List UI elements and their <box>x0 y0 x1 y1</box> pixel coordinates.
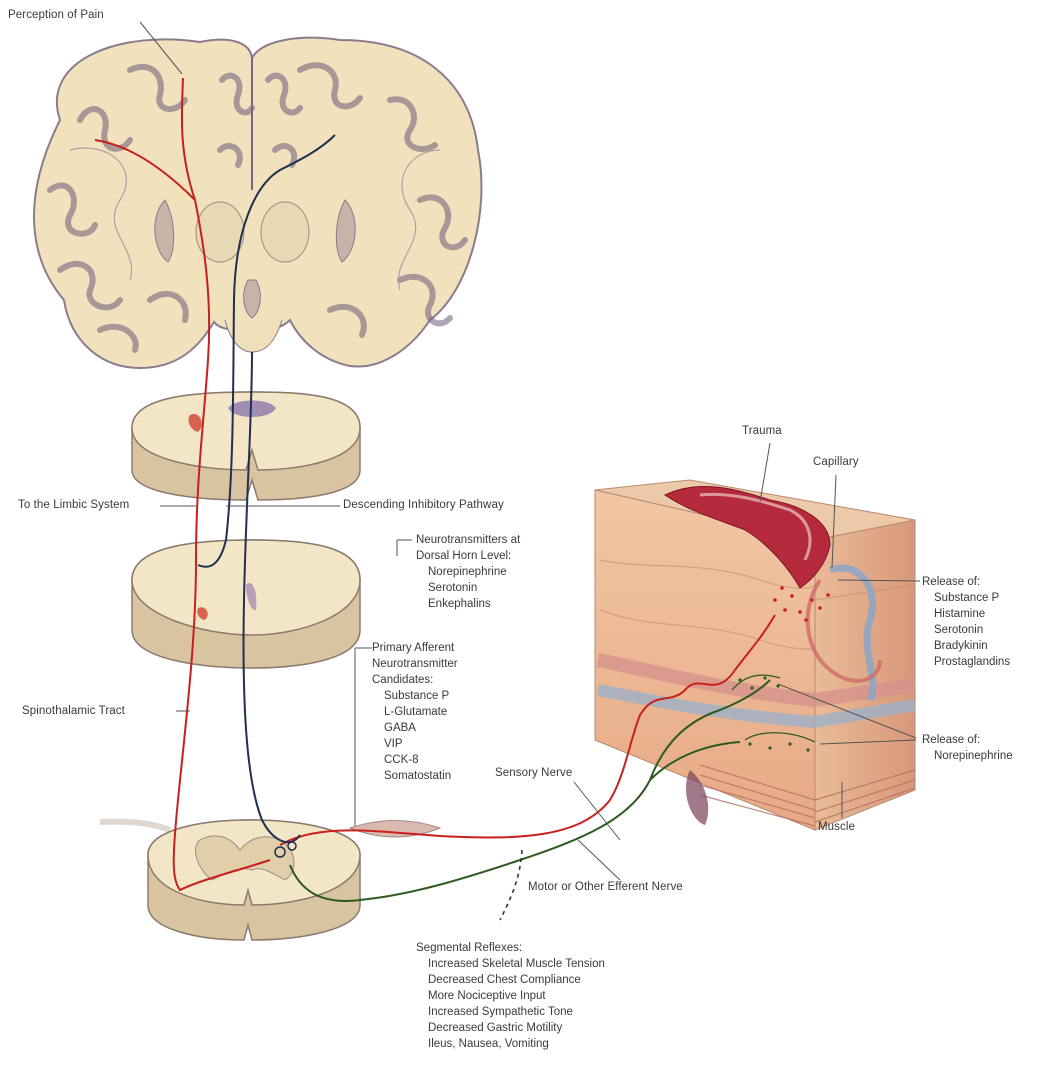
release-item: Substance P <box>922 590 1010 606</box>
primary-afferent-item: Somatostatin <box>372 768 458 784</box>
primary-afferent-item: L-Glutamate <box>372 704 458 720</box>
release-item: Serotonin <box>922 622 1010 638</box>
label-limbic-system: To the Limbic System <box>18 498 129 513</box>
label-capillary: Capillary <box>813 455 859 470</box>
label-spinothalamic-tract: Spinothalamic Tract <box>22 704 125 719</box>
dorsal-horn-item: Serotonin <box>416 580 520 596</box>
segmental-reflexes: Segmental Reflexes: Increased Skeletal M… <box>416 940 605 1052</box>
segmental-reflex-item: More Nociceptive Input <box>416 988 605 1004</box>
primary-afferent-item: VIP <box>372 736 458 752</box>
segmental-reflex-item: Decreased Gastric Motility <box>416 1020 605 1036</box>
primary-afferent-item: CCK-8 <box>372 752 458 768</box>
brain-outline <box>34 38 481 368</box>
primary-afferent-item: GABA <box>372 720 458 736</box>
segmental-reflexes-title: Segmental Reflexes: <box>416 940 605 956</box>
dorsal-horn-item: Enkephalins <box>416 596 520 612</box>
release-item: Prostaglandins <box>922 654 1010 670</box>
label-sensory-nerve: Sensory Nerve <box>495 766 572 781</box>
dorsal-horn-title-1: Neurotransmitters at <box>416 532 520 548</box>
primary-afferent-title-1: Primary Afferent <box>372 640 458 656</box>
dorsal-horn-neurotransmitters: Neurotransmitters at Dorsal Horn Level: … <box>416 532 520 612</box>
label-perception-of-pain: Perception of Pain <box>8 8 104 23</box>
release-of-norepinephrine: Release of: Norepinephrine <box>922 732 1013 764</box>
release-item: Bradykinin <box>922 638 1010 654</box>
brain-coronal-section <box>34 38 481 368</box>
release-title: Release of: <box>922 732 1013 748</box>
label-motor-efferent-nerve: Motor or Other Efferent Nerve <box>528 880 683 895</box>
release-item: Histamine <box>922 606 1010 622</box>
primary-afferent-title-3: Candidates: <box>372 672 458 688</box>
label-descending-inhibitory-pathway: Descending Inhibitory Pathway <box>343 498 504 513</box>
segmental-reflex-item: Ileus, Nausea, Vomiting <box>416 1036 605 1052</box>
release-item: Norepinephrine <box>922 748 1013 764</box>
label-trauma: Trauma <box>742 424 782 439</box>
thalamus-right <box>261 202 309 262</box>
primary-afferent-candidates: Primary Afferent Neurotransmitter Candid… <box>372 640 458 784</box>
segmental-reflex-item: Decreased Chest Compliance <box>416 972 605 988</box>
dorsal-horn-title-2: Dorsal Horn Level: <box>416 548 520 564</box>
segmental-reflex-item: Increased Skeletal Muscle Tension <box>416 956 605 972</box>
segmental-reflex-item: Increased Sympathetic Tone <box>416 1004 605 1020</box>
primary-afferent-title-2: Neurotransmitter <box>372 656 458 672</box>
release-title: Release of: <box>922 574 1010 590</box>
spinal-section-upper <box>132 392 360 500</box>
dorsal-horn-item: Norepinephrine <box>416 564 520 580</box>
primary-afferent-item: Substance P <box>372 688 458 704</box>
tissue-cube <box>595 480 915 830</box>
spinal-section-lower <box>100 820 440 940</box>
release-of-mediators: Release of: Substance P Histamine Seroto… <box>922 574 1010 670</box>
label-muscle: Muscle <box>818 820 855 835</box>
